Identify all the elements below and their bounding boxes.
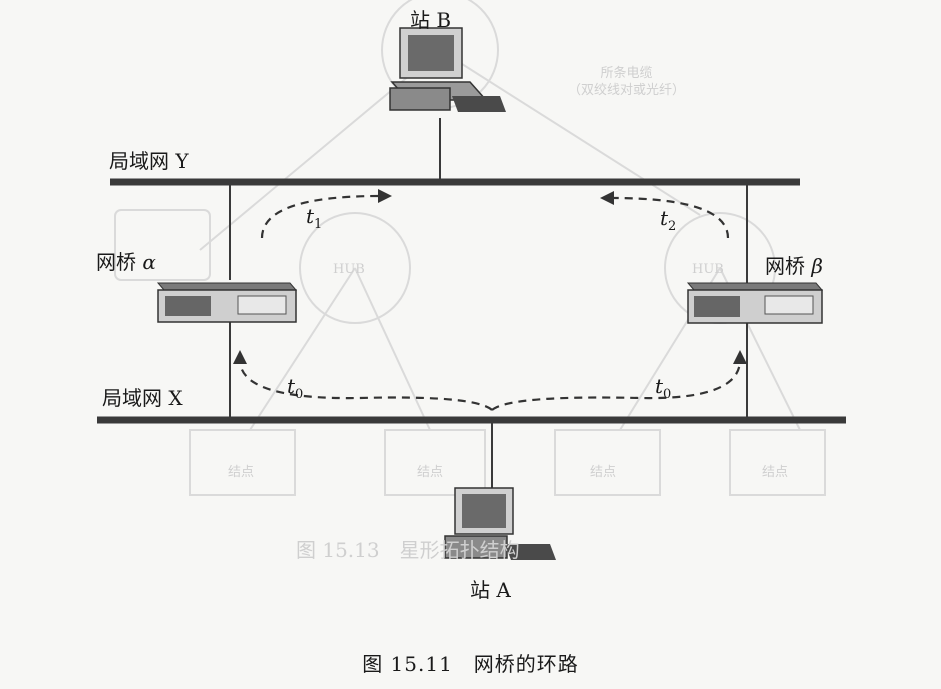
ghost-node-label: 结点	[762, 465, 789, 480]
bridge-alpha-label: 网桥 α	[96, 252, 156, 272]
bridge-beta-greek: β	[811, 254, 823, 278]
time-label-t0-left-base: t	[287, 374, 296, 398]
background-ghost-layer	[114, 0, 826, 496]
bridge-alpha-text: 网桥	[96, 250, 136, 274]
figure-caption: 图 15.11 网桥的环路	[362, 652, 579, 676]
time-label-t2-base: t	[660, 206, 669, 230]
time-label-t0-right: t0	[655, 376, 671, 401]
ghost-hub-label: HUB	[333, 262, 365, 277]
ghost-figure-caption: 图 15.13 星形拓扑结构	[296, 538, 520, 562]
arrow-t0-right	[733, 350, 747, 364]
time-label-t0-left: t0	[287, 376, 303, 401]
time-label-t1-sub: 1	[314, 217, 323, 232]
time-label-t1: t1	[306, 206, 322, 231]
station-b-label: 站 B	[410, 8, 452, 32]
bridge-beta-text: 网桥	[765, 254, 805, 278]
arrowheads	[233, 189, 747, 364]
ghost-spoke	[354, 267, 431, 431]
time-label-t0-right-base: t	[655, 374, 664, 398]
ghost-node-box	[114, 209, 211, 281]
path-t1	[260, 194, 381, 239]
station-a-computer-icon	[444, 487, 556, 560]
lan-x-label: 局域网 X	[102, 386, 183, 410]
ghost-node-box	[189, 429, 296, 496]
arrow-t1	[378, 189, 392, 203]
bridge-beta-device-icon	[686, 282, 824, 324]
bridge-beta-label: 网桥 β	[765, 256, 823, 276]
ghost-node-box	[384, 429, 486, 496]
time-label-t0-left-sub: 0	[295, 387, 304, 402]
arrow-t2	[600, 191, 614, 205]
path-t0-right	[491, 359, 742, 411]
ghost-spoke	[439, 49, 701, 216]
ghost-hub-label: HUB	[692, 262, 724, 277]
station-b-computer-icon	[389, 27, 506, 112]
path-t0-left	[238, 359, 493, 411]
time-label-t2-sub: 2	[668, 219, 677, 234]
ghost-node-box	[554, 429, 661, 496]
time-label-t1-base: t	[306, 204, 315, 228]
ghost-node-label: 结点	[228, 465, 255, 480]
ghost-hub-left	[299, 212, 411, 324]
path-t2	[611, 196, 730, 239]
lan-y-label: 局域网 Y	[109, 149, 189, 173]
arrow-t0-left	[233, 350, 247, 364]
ghost-node-label: 结点	[417, 465, 444, 480]
ghost-cable-label: 所条电缆 （双绞线对或光纤）	[568, 66, 686, 98]
time-label-t2: t2	[660, 208, 676, 233]
bridge-alpha-device-icon	[156, 282, 298, 323]
ghost-node-box	[729, 429, 826, 496]
station-a-label: 站 A	[470, 578, 511, 602]
time-label-t0-right-sub: 0	[663, 387, 672, 402]
frame-paths	[238, 194, 742, 411]
bridge-alpha-greek: α	[142, 250, 156, 274]
ghost-spoke	[249, 267, 356, 431]
connectors	[229, 118, 748, 490]
ghost-node-label: 结点	[590, 465, 617, 480]
